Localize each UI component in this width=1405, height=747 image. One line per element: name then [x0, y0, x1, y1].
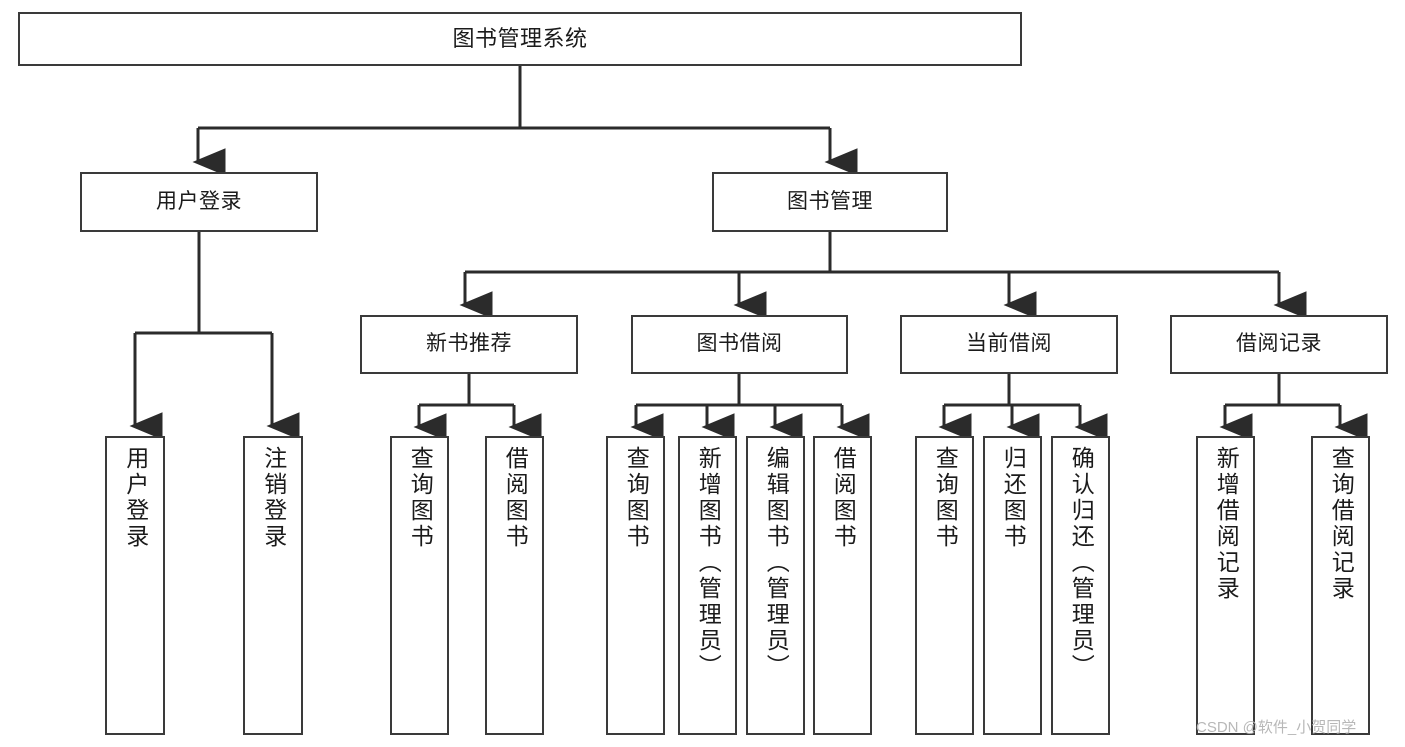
node-label: 借阅图书 [502, 446, 529, 550]
node-book-borrow[interactable]: 图书借阅 [631, 315, 848, 374]
csdn-watermark: CSDN @软件_小贺同学 [1196, 719, 1357, 736]
node-leaf-query-borrow-record[interactable]: 查询借阅记录 [1311, 436, 1370, 735]
node-label: 新增借阅记录 [1213, 446, 1240, 602]
node-label: 借阅图书 [830, 446, 857, 550]
node-leaf-logout-login[interactable]: 注销登录 [243, 436, 303, 735]
node-label: 查询借阅记录 [1328, 446, 1355, 602]
node-leaf-query-book-current[interactable]: 查询图书 [915, 436, 974, 735]
node-label: 用户登录 [156, 189, 242, 213]
node-label: 新增图书（管理员） [695, 446, 722, 680]
node-label: 新书推荐 [426, 332, 512, 356]
node-leaf-return-book[interactable]: 归还图书 [983, 436, 1042, 735]
node-leaf-user-login[interactable]: 用户登录 [105, 436, 165, 735]
node-new-book-recommend[interactable]: 新书推荐 [360, 315, 578, 374]
node-book-manage[interactable]: 图书管理 [712, 172, 948, 232]
node-leaf-edit-book-admin[interactable]: 编辑图书（管理员） [746, 436, 805, 735]
node-label: 查询图书 [932, 446, 959, 550]
node-leaf-add-book-admin[interactable]: 新增图书（管理员） [678, 436, 737, 735]
node-label: 确认归还（管理员） [1068, 446, 1095, 680]
node-label: 借阅记录 [1236, 332, 1322, 356]
node-label: 用户登录 [122, 446, 149, 550]
node-label: 归还图书 [1000, 446, 1027, 550]
node-root-book-management-system[interactable]: 图书管理系统 [18, 12, 1022, 66]
node-label: 图书借阅 [696, 332, 783, 356]
node-leaf-add-borrow-record[interactable]: 新增借阅记录 [1196, 436, 1255, 735]
node-label: 图书管理系统 [452, 26, 588, 52]
node-label: 当前借阅 [966, 332, 1052, 356]
node-leaf-borrow-book-recommend[interactable]: 借阅图书 [485, 436, 544, 735]
node-leaf-query-book-borrow[interactable]: 查询图书 [606, 436, 665, 735]
node-current-borrow[interactable]: 当前借阅 [900, 315, 1118, 374]
node-leaf-confirm-return-admin[interactable]: 确认归还（管理员） [1051, 436, 1110, 735]
node-label: 编辑图书（管理员） [763, 446, 790, 680]
node-borrow-record[interactable]: 借阅记录 [1170, 315, 1388, 374]
node-label: 查询图书 [623, 446, 650, 550]
node-label: 注销登录 [260, 446, 287, 550]
node-label: 图书管理 [787, 189, 873, 213]
node-leaf-query-book-recommend[interactable]: 查询图书 [390, 436, 449, 735]
node-label: 查询图书 [407, 446, 434, 550]
node-leaf-borrow-book[interactable]: 借阅图书 [813, 436, 872, 735]
node-user-login[interactable]: 用户登录 [80, 172, 318, 232]
